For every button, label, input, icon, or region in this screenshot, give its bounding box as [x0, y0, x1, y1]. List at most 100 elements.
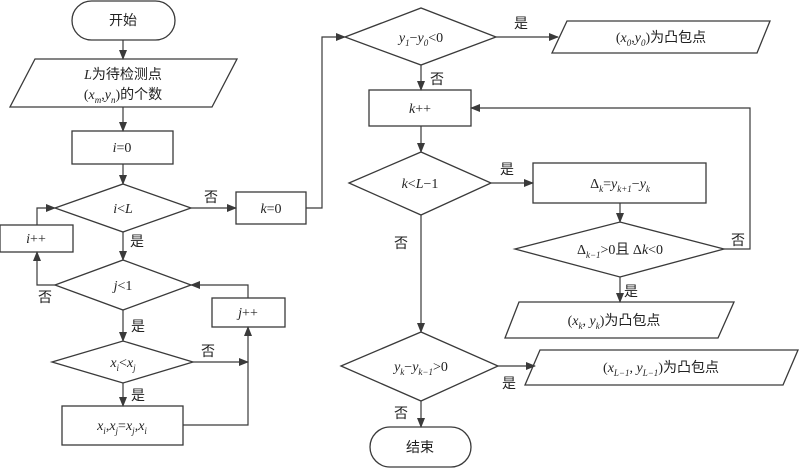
label-part: =0	[267, 202, 282, 217]
label-part: y	[410, 360, 419, 375]
label-part: k	[646, 184, 651, 194]
label-part: ++	[242, 306, 258, 321]
label-part: 为待检测点	[92, 67, 162, 83]
label-part: i	[113, 141, 117, 156]
out0-parallelogram	[550, 20, 771, 54]
label-part: L	[415, 177, 424, 192]
cond-last-label: yk−yk−1>0	[392, 360, 448, 377]
label-part: ,	[135, 419, 139, 434]
label-part: 0	[424, 38, 429, 48]
label-part: j	[131, 426, 135, 436]
label-part: −1	[424, 177, 439, 192]
label-part: y	[103, 88, 112, 103]
label-part: −	[410, 31, 418, 46]
delta-box	[532, 162, 707, 204]
start-label: 开始	[109, 13, 137, 29]
label-part: −	[632, 177, 640, 192]
label-part: <	[117, 202, 125, 217]
label-part: (	[84, 88, 89, 103]
label-part: Δ	[577, 243, 586, 258]
label-part: 0	[627, 38, 632, 48]
label-part: j	[132, 363, 136, 373]
k-init-label: k=0	[260, 202, 281, 217]
yes-label: 是	[130, 235, 144, 250]
label-part: L	[83, 68, 92, 83]
cond-y-label: y1−y0<0	[397, 31, 443, 48]
label-part: y	[635, 361, 644, 376]
cond-k-label: k<L−1	[402, 177, 439, 192]
label-part: y	[588, 314, 597, 329]
k-init-box	[235, 191, 307, 225]
label-part: k	[599, 184, 604, 194]
label-part: 0	[641, 38, 646, 48]
yes-label: 是	[500, 163, 514, 178]
cond-delta-label: Δk−1>0且 Δk<0	[577, 243, 663, 260]
label-part: =0	[116, 141, 131, 156]
no-label: 否	[731, 234, 745, 249]
label-part: x	[108, 419, 116, 434]
label-part: )为凸包点	[658, 360, 719, 376]
label-part: k+1	[617, 184, 632, 194]
no-label: 否	[394, 407, 408, 422]
label-part: k−1	[586, 250, 601, 260]
label-part: k	[642, 243, 649, 258]
label-part: (	[568, 314, 573, 329]
swap-label: xi,xj=xj,xi	[96, 419, 147, 436]
j-inc-box	[211, 297, 286, 328]
label-part: L−1	[642, 368, 659, 378]
no-label: 否	[204, 191, 218, 206]
label-part: i	[113, 202, 117, 217]
no-label: 否	[394, 237, 408, 252]
label-part: k−1	[418, 367, 433, 377]
label-part: (	[616, 31, 621, 46]
label-part: y	[609, 177, 618, 192]
label-part: x	[571, 314, 579, 329]
label-part: <	[408, 177, 416, 192]
label-part: >0	[433, 360, 448, 375]
label-part: i	[103, 426, 106, 436]
input-parallelogram	[8, 58, 239, 108]
label-part: −	[404, 360, 412, 375]
k-inc-label: k++	[409, 102, 431, 117]
label-part: x	[125, 419, 133, 434]
label-part: k	[402, 177, 409, 192]
label-part: x	[88, 88, 96, 103]
label-part: j	[236, 306, 242, 321]
label-part: k	[579, 321, 584, 331]
label-part: 结束	[406, 440, 434, 456]
k-inc-box	[368, 89, 472, 127]
label-part: ,	[101, 88, 105, 103]
label-part: k	[260, 202, 267, 217]
label-part: =	[603, 177, 611, 192]
label-part: x	[607, 361, 615, 376]
label-part: x	[96, 419, 104, 434]
label-part: y	[397, 31, 406, 46]
label-part: k	[596, 321, 601, 331]
label-part: (	[603, 361, 608, 376]
no-label: 否	[38, 291, 52, 306]
no-label: 否	[430, 73, 444, 88]
label-part: x	[137, 419, 145, 434]
label-part: k	[409, 102, 416, 117]
label-part: <1	[117, 279, 132, 294]
yes-label: 是	[624, 285, 638, 300]
cond-i-label: i<L	[113, 202, 133, 217]
connectors	[33, 33, 751, 428]
label-part: j	[115, 426, 119, 436]
label-part: =	[118, 419, 126, 434]
label-part: 1	[405, 38, 410, 48]
i-inc-label: i++	[26, 232, 46, 247]
label-part: )的个数	[115, 87, 162, 103]
yes-label: 是	[502, 377, 516, 392]
label-part: ++	[30, 232, 46, 247]
label-part: ,	[583, 314, 590, 329]
outL-label: (xL−1, yL−1)为凸包点	[603, 360, 719, 378]
label-part: <0	[648, 243, 663, 258]
label-part: ,	[106, 419, 110, 434]
label-part: ,	[631, 31, 635, 46]
label-part: ++	[415, 102, 431, 117]
label-part: i	[117, 363, 120, 373]
label-part: 开始	[109, 13, 137, 29]
label-part: j	[112, 279, 118, 294]
